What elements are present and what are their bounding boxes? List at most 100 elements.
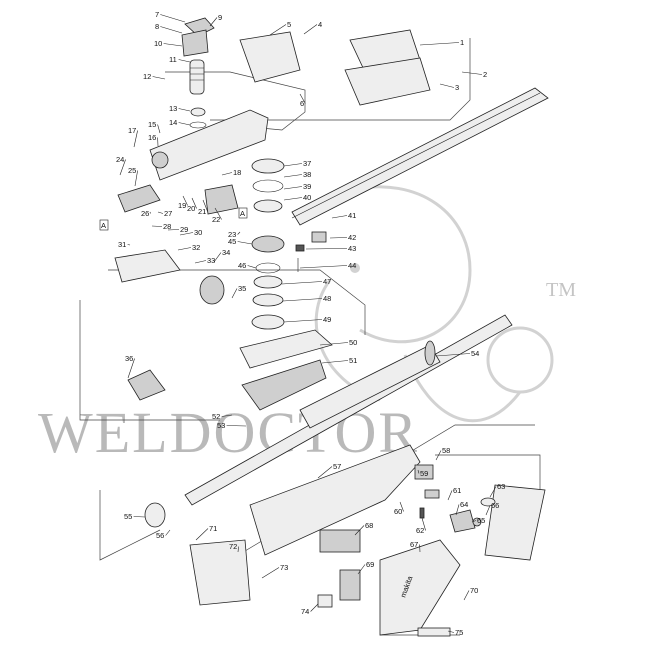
- leader-p30: [179, 232, 194, 236]
- leader-p32: [177, 247, 192, 251]
- part-number-label: 14: [169, 118, 177, 127]
- part-number-label: 52: [212, 412, 220, 421]
- leader-p56: [165, 529, 171, 536]
- part-number-label: 9: [218, 13, 222, 22]
- leader-p19: [182, 195, 188, 206]
- leader-p28: [151, 225, 163, 227]
- part-number-label: 2: [483, 70, 487, 79]
- part-number-label: 46: [238, 261, 246, 270]
- leader-p69: [357, 564, 366, 575]
- leader-p35: [231, 288, 238, 299]
- leader-p66: [485, 505, 491, 516]
- leader-p25: [134, 170, 138, 187]
- leader-p20: [191, 197, 197, 209]
- leader-p18: [221, 172, 233, 176]
- gear-stack: [251, 158, 327, 330]
- part-number-label: 31: [118, 240, 126, 249]
- watermark-tm: TM: [546, 279, 576, 301]
- part-number-label: 73: [280, 563, 288, 572]
- part-number-label: 8: [155, 22, 159, 31]
- leader-p5: [269, 24, 287, 36]
- part-number-label: 36: [125, 354, 133, 363]
- leader-p6: [299, 93, 306, 104]
- part-number-label: 33: [207, 256, 215, 265]
- leader-p59: [417, 469, 420, 474]
- part-number-label: 26: [141, 209, 149, 218]
- leader-p74: [310, 603, 319, 612]
- leader-p51: [321, 360, 349, 364]
- part-number-label: 71: [209, 524, 217, 533]
- part-number-label: 12: [143, 72, 151, 81]
- leader-p1: [419, 42, 460, 46]
- part-number-label: 42: [348, 233, 356, 242]
- leader-p36: [127, 358, 135, 379]
- leader-p39: [283, 186, 303, 190]
- part-number-label: 72: [229, 542, 237, 551]
- part-number-label: 47: [323, 277, 331, 286]
- leader-p14: [178, 122, 191, 126]
- leader-p2: [461, 71, 483, 75]
- part-number-label: 54: [471, 349, 479, 358]
- part-number-label: 22: [212, 215, 220, 224]
- part-number-label: 53: [217, 421, 225, 430]
- leader-p34: [213, 252, 222, 263]
- part-number-label: 75: [455, 628, 463, 637]
- leader-p63: [489, 486, 497, 498]
- leader-p48: [282, 298, 323, 302]
- leader-p73: [261, 567, 280, 579]
- part-number-label: 17: [128, 126, 136, 135]
- part-number-label: 29: [180, 225, 188, 234]
- part-number-label: 37: [303, 159, 311, 168]
- leader-p64: [455, 504, 460, 516]
- part-number-label: 3: [455, 83, 459, 92]
- part-number-label: 65: [477, 516, 485, 525]
- leader-p46: [247, 265, 257, 269]
- part-number-label: 43: [348, 244, 356, 253]
- leader-p54: [435, 353, 471, 357]
- leader-p3: [439, 83, 455, 88]
- leader-p65: [471, 520, 477, 523]
- leader-lines: [119, 14, 497, 633]
- part-number-label: 66: [491, 501, 499, 510]
- leader-p42: [329, 237, 348, 239]
- part-number-label: 62: [416, 526, 424, 535]
- leader-p40: [283, 197, 303, 201]
- leader-p71: [195, 528, 209, 541]
- part-number-label: 68: [365, 521, 373, 530]
- part-number-label: 11: [169, 55, 177, 64]
- leader-p21: [202, 199, 208, 212]
- part-number-label: 64: [460, 500, 468, 509]
- part-number-label: 34: [222, 248, 230, 257]
- leader-p41: [331, 215, 348, 219]
- leader-p10: [163, 43, 183, 47]
- part-number-label: 60: [394, 507, 402, 516]
- part-number-label: 4: [318, 20, 322, 29]
- gear-housing: [114, 109, 269, 305]
- leader-p13: [178, 108, 191, 112]
- leader-p72: [237, 546, 239, 553]
- part-number-label: 67: [410, 540, 418, 549]
- part-number-label: 74: [301, 607, 309, 616]
- leader-p45: [237, 241, 253, 245]
- leader-p57: [317, 466, 333, 479]
- leader-p8: [160, 26, 183, 34]
- part-number-label: 7: [155, 10, 159, 19]
- section-mark-a: A: [101, 221, 106, 230]
- part-number-label: 24: [116, 155, 124, 164]
- part-number-label: 5: [287, 20, 291, 29]
- part-number-label: 1: [460, 38, 464, 47]
- section-marks: A A: [99, 207, 248, 231]
- part-number-label: 32: [192, 243, 200, 252]
- leader-p44: [299, 265, 348, 269]
- leader-p17: [133, 130, 138, 148]
- part-number-label: 20: [187, 204, 195, 213]
- shaft: [184, 314, 513, 506]
- part-number-label: 27: [164, 209, 172, 218]
- leader-p47: [281, 281, 323, 285]
- leader-p12: [152, 76, 166, 80]
- part-number-label: 51: [349, 356, 357, 365]
- part-number-label: 18: [233, 168, 241, 177]
- leader-p75: [447, 630, 455, 633]
